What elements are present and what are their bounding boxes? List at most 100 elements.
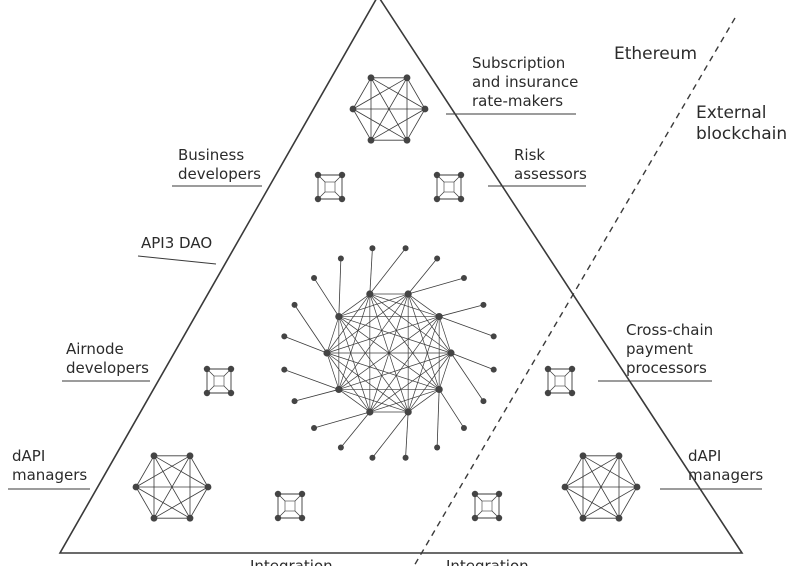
- hex-bottom-left-node: [186, 452, 194, 460]
- crosschain-label-line2: payment: [626, 340, 693, 358]
- hex-top-edge: [406, 77, 426, 110]
- central-network-outer-node: [490, 366, 497, 373]
- central-network-inner-node: [404, 408, 412, 416]
- square-top-right-node: [433, 195, 441, 203]
- airnode-label-line2: developers: [66, 359, 149, 377]
- risk-label-line2: assessors: [514, 165, 587, 183]
- central-network-edge: [338, 293, 371, 390]
- integration-right-label: Integration: [446, 557, 529, 566]
- central-network-inner-node: [404, 290, 412, 298]
- central-network-inner-node: [323, 349, 331, 357]
- hex-bottom-right-node: [615, 514, 623, 522]
- central-network-spoke: [450, 352, 484, 402]
- hex-bottom-left-node: [204, 483, 212, 491]
- central-network-spoke: [369, 248, 373, 295]
- hex-bottom-left-node: [186, 514, 194, 522]
- square-top-left-node: [314, 195, 322, 203]
- central-network-inner-node: [435, 385, 443, 394]
- central-network-outer-node: [311, 424, 318, 431]
- central-network-edge: [326, 316, 440, 354]
- hex-top-node: [349, 105, 357, 113]
- central-network-spoke: [407, 258, 438, 295]
- hex-bottom-left-edge: [189, 486, 209, 519]
- api3-dao-underline: [137, 255, 217, 265]
- central-network-inner-node: [366, 290, 374, 298]
- central-network-edge: [326, 316, 340, 354]
- airnode-label-line1: Airnode: [66, 340, 124, 358]
- square-mid-left-node: [203, 389, 211, 397]
- square-mid-left-node: [227, 365, 235, 373]
- central-network-outer-node: [402, 454, 409, 461]
- central-network-edge: [326, 352, 409, 413]
- square-mid-right-node: [544, 389, 552, 397]
- central-network-inner-node: [435, 312, 443, 321]
- central-network-spoke: [294, 389, 339, 402]
- central-network-edge: [338, 293, 409, 317]
- hex-top-edge: [352, 77, 408, 110]
- central-network-edge: [338, 316, 371, 413]
- square-mid-left-node: [227, 389, 235, 397]
- dapi-right-label-line1: dAPI: [688, 447, 721, 465]
- business-label-line2: developers: [178, 165, 261, 183]
- central-network-edge: [407, 316, 440, 413]
- hex-bottom-left-edge: [135, 455, 191, 488]
- central-network-edge: [369, 293, 440, 317]
- square-top-left-node: [338, 171, 346, 179]
- central-network-outer-node: [490, 333, 497, 340]
- central-network-edge: [338, 316, 440, 390]
- central-network-spoke: [338, 258, 342, 317]
- central-network-outer-node: [337, 444, 344, 451]
- hex-bottom-left-node: [132, 483, 140, 491]
- central-network-outer-node: [291, 398, 298, 405]
- central-network-outer-node: [480, 398, 487, 405]
- external-blockchain-label-line1: External: [696, 103, 767, 123]
- api3-dao-label: API3 DAO: [141, 234, 212, 252]
- central-network-spoke: [313, 411, 370, 429]
- central-network-outer-node: [460, 424, 467, 431]
- central-network-spoke: [340, 411, 371, 448]
- central-network-outer-node: [402, 245, 409, 252]
- central-network-inner-node: [447, 349, 455, 357]
- integration-left-label: Integration: [250, 557, 333, 566]
- central-network-spoke: [408, 277, 465, 295]
- central-network-outer-node: [281, 366, 288, 373]
- square-bottom-left-node: [298, 490, 306, 498]
- central-network-spoke: [284, 336, 328, 354]
- hex-top-edge: [406, 108, 426, 141]
- hex-bottom-left-edge: [189, 455, 209, 488]
- central-network-spoke: [450, 352, 494, 370]
- hex-bottom-left-node: [150, 514, 158, 522]
- hex-bottom-right-edge: [618, 486, 638, 519]
- dapi-right-label-line2: managers: [688, 466, 763, 484]
- subscription-label-line2: and insurance: [472, 73, 578, 91]
- central-network-spoke: [405, 411, 409, 458]
- hex-bottom-left-node: [150, 452, 158, 460]
- external-blockchain-label-line2: blockchain: [696, 124, 787, 144]
- hex-top-node: [421, 105, 429, 113]
- central-network-outer-node: [434, 444, 441, 451]
- subscription-label-line1: Subscription: [472, 54, 565, 72]
- hex-bottom-right-edge: [582, 455, 620, 519]
- hex-top-node: [367, 136, 375, 144]
- central-network-inner-node: [335, 385, 343, 394]
- hex-top-edge: [370, 77, 408, 141]
- risk-label-line1: Risk: [514, 146, 545, 164]
- central-network-edge: [369, 293, 452, 354]
- hex-bottom-right-node: [615, 452, 623, 460]
- central-network-outer-node: [281, 333, 288, 340]
- central-network-spoke: [436, 389, 440, 448]
- hex-bottom-left-edge: [153, 455, 191, 519]
- hex-bottom-right-node: [579, 452, 587, 460]
- central-network-edge: [326, 352, 340, 390]
- ethereum-label: Ethereum: [614, 44, 697, 64]
- central-network-spoke: [313, 277, 340, 317]
- subscription-label-line3: rate-makers: [472, 92, 563, 110]
- square-top-right-node: [433, 171, 441, 179]
- central-network-spoke: [284, 369, 339, 390]
- central-network-inner-node: [366, 408, 374, 416]
- central-network-edge: [407, 389, 440, 413]
- central-network-edge: [369, 316, 440, 413]
- central-network-outer-node: [369, 245, 376, 252]
- square-top-left-node: [314, 171, 322, 179]
